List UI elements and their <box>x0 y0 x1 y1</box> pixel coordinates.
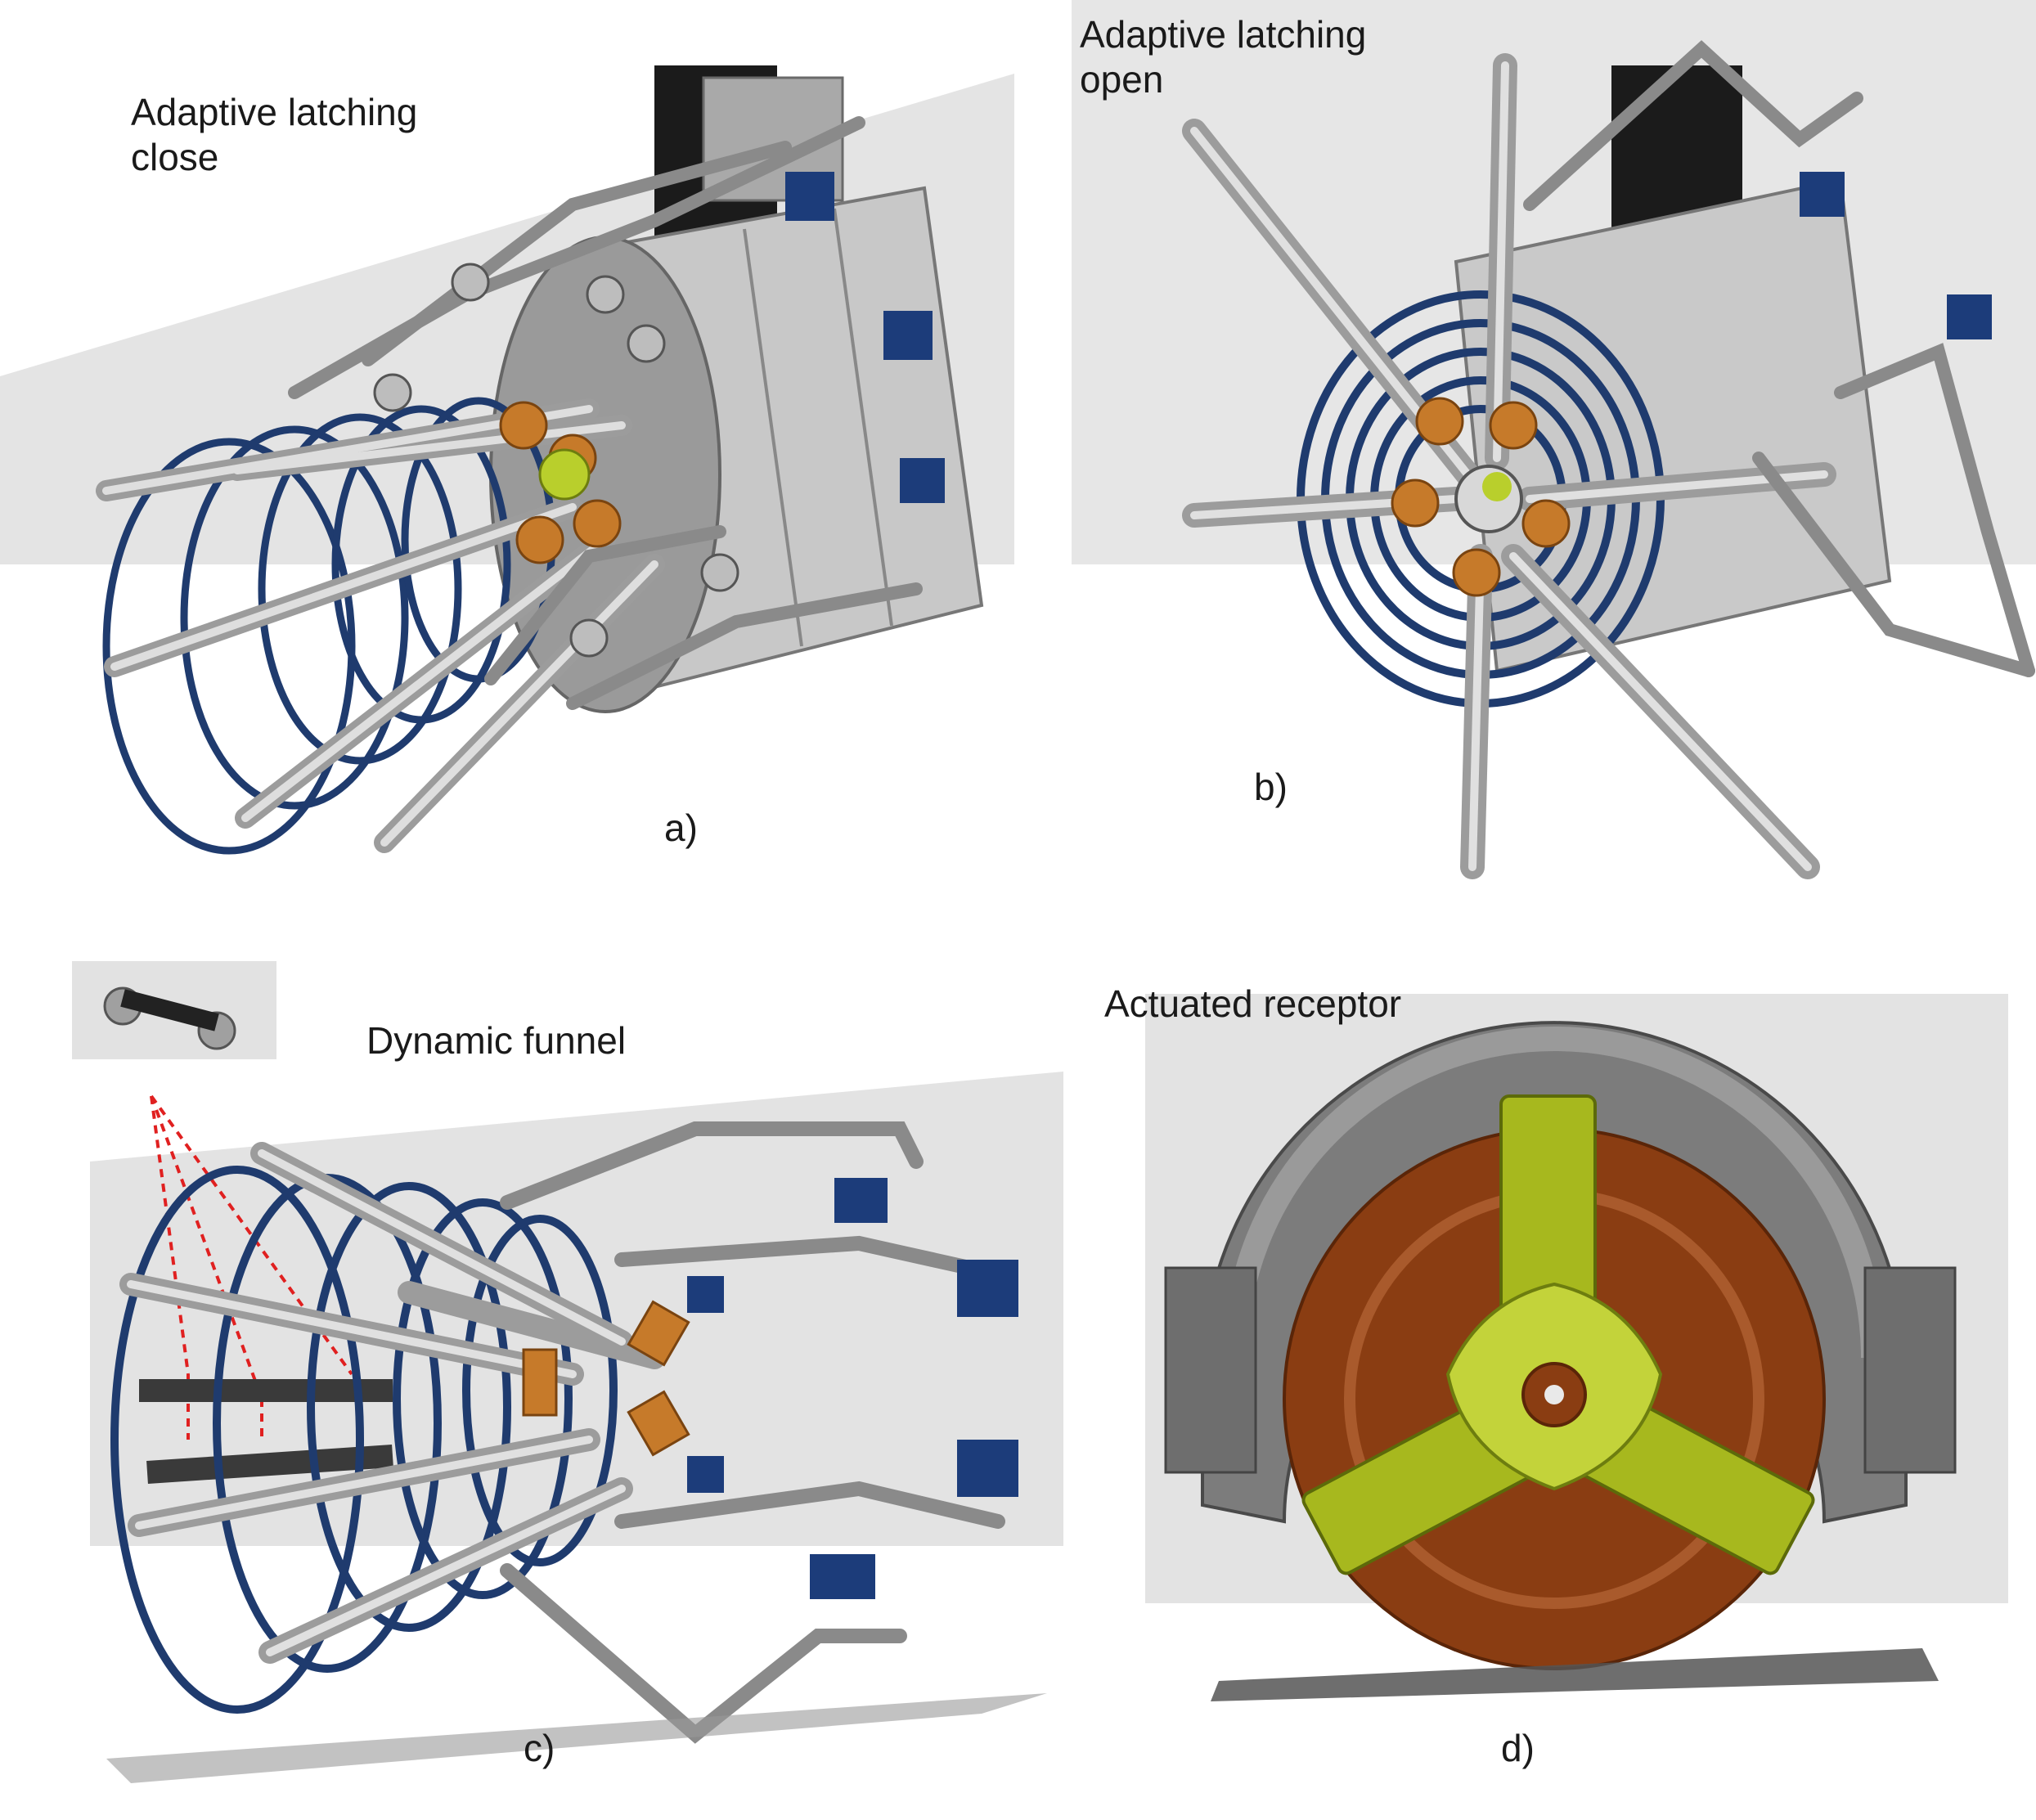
panel-c-label: c) <box>524 1727 555 1769</box>
panel-b-title-line1: Adaptive latching <box>1080 13 1367 56</box>
panel-d-label: d) <box>1501 1727 1535 1769</box>
open-latch-illustration <box>1072 0 2036 879</box>
panel-b-label: b) <box>1254 766 1288 808</box>
panel-a-title-line2: close <box>131 136 219 179</box>
panel-b-title-line2: open <box>1080 58 1164 101</box>
panel-a-title-line1: Adaptive latching <box>131 91 418 133</box>
panel-a-label: a) <box>664 807 698 849</box>
dynamic-funnel-illustration <box>72 961 1063 1783</box>
panel-d-title: Actuated receptor <box>1104 982 1402 1025</box>
panel-d-actuated-receptor: Actuated receptor d) <box>1088 916 2036 1820</box>
actuated-receptor-illustration <box>1145 994 2008 1701</box>
panel-b-open-latching: Adaptive latching open b) <box>1022 0 2036 916</box>
strap-detail-inset <box>103 986 236 1050</box>
panel-a-closed-latching: Adaptive latching close a) <box>0 0 1022 916</box>
panel-c-dynamic-funnel: Dynamic funnel c) <box>0 916 1088 1820</box>
panel-c-title: Dynamic funnel <box>366 1019 627 1062</box>
closed-latch-illustration <box>0 65 1014 855</box>
